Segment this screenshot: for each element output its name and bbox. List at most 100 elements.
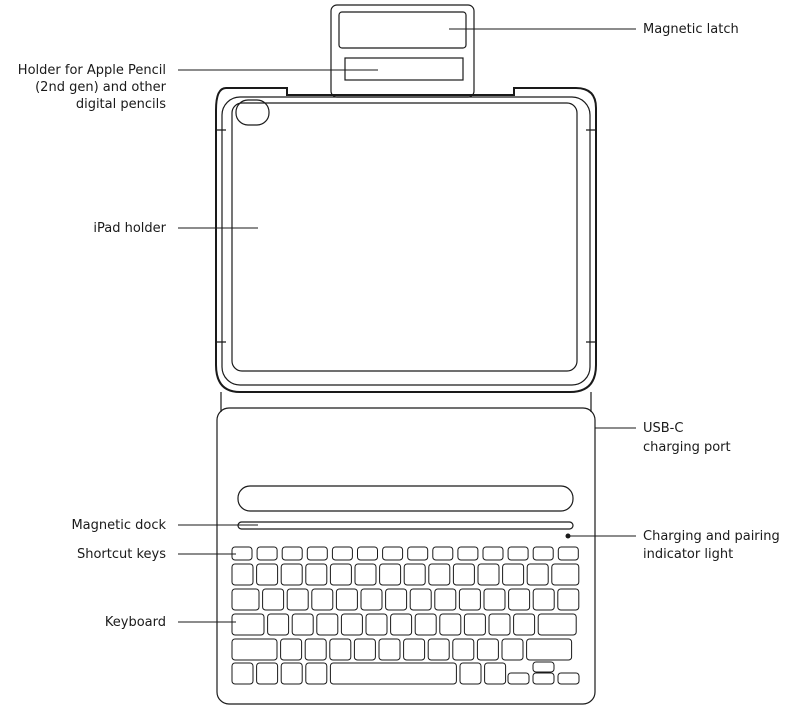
key xyxy=(329,638,352,661)
pencil-holder-label-line3: digital pencils xyxy=(76,97,166,112)
key xyxy=(502,563,525,586)
key xyxy=(316,613,339,636)
key xyxy=(403,638,426,661)
key xyxy=(280,563,303,586)
key xyxy=(340,613,363,636)
key xyxy=(305,563,328,586)
key xyxy=(458,588,481,611)
key xyxy=(256,563,279,586)
key xyxy=(231,563,254,586)
shortcut-key xyxy=(482,546,504,561)
key xyxy=(557,588,580,611)
arrow-key xyxy=(507,672,530,685)
key xyxy=(452,638,475,661)
key xyxy=(329,662,457,685)
key xyxy=(439,613,462,636)
key xyxy=(304,638,327,661)
shortcut-key xyxy=(331,546,353,561)
key xyxy=(335,588,358,611)
key xyxy=(286,588,309,611)
key xyxy=(231,638,278,661)
key xyxy=(231,588,260,611)
pencil-holder-label-line2: (2nd gen) and other xyxy=(35,80,167,95)
key xyxy=(428,563,451,586)
shortcut-key xyxy=(432,546,454,561)
ipad-holder-label: iPad holder xyxy=(93,221,166,236)
key xyxy=(414,613,437,636)
key xyxy=(483,588,506,611)
key xyxy=(409,588,432,611)
pencil-holder-label-line1: Holder for Apple Pencil xyxy=(18,63,166,78)
key xyxy=(256,662,279,685)
pencil-holder xyxy=(344,57,464,81)
key xyxy=(305,662,328,685)
key xyxy=(476,638,499,661)
shortcut-keys-label: Shortcut keys xyxy=(77,547,166,562)
indicator-light xyxy=(565,533,571,539)
arrow-key xyxy=(532,672,555,685)
shortcut-key xyxy=(532,546,554,561)
key xyxy=(463,613,486,636)
key xyxy=(353,638,376,661)
usb-c-label-line2: charging port xyxy=(643,440,731,455)
magnetic-latch-label: Magnetic latch xyxy=(643,22,739,37)
shortcut-key xyxy=(256,546,278,561)
key xyxy=(390,613,413,636)
dock-slot xyxy=(237,521,574,530)
usb-c-label-line1: USB-C xyxy=(643,421,683,436)
key xyxy=(532,588,555,611)
key xyxy=(262,588,285,611)
key xyxy=(501,638,524,661)
key xyxy=(329,563,352,586)
key xyxy=(477,563,500,586)
shortcut-key xyxy=(382,546,404,561)
key xyxy=(311,588,334,611)
key xyxy=(551,563,580,586)
key xyxy=(427,638,450,661)
arrow-key xyxy=(557,672,580,685)
shortcut-key xyxy=(281,546,303,561)
ipad-holder xyxy=(215,87,597,393)
key xyxy=(354,563,377,586)
key xyxy=(280,662,303,685)
indicator-light-label-line2: indicator light xyxy=(643,547,733,562)
key xyxy=(452,563,475,586)
key xyxy=(513,613,536,636)
shortcut-key xyxy=(357,546,378,561)
key xyxy=(484,662,507,685)
key xyxy=(508,588,531,611)
shortcut-key xyxy=(557,546,579,561)
shortcut-key xyxy=(507,546,529,561)
key xyxy=(378,638,401,661)
shortcut-keys xyxy=(231,546,579,561)
key xyxy=(280,638,303,661)
magnetic-latch xyxy=(330,4,475,98)
key xyxy=(267,613,290,636)
keyboard-keys xyxy=(231,563,580,685)
keyboard-base xyxy=(216,407,596,705)
key xyxy=(231,613,265,636)
shortcut-key xyxy=(306,546,328,561)
key xyxy=(291,613,314,636)
keyboard-label: Keyboard xyxy=(105,615,166,630)
camera-cutout xyxy=(235,99,270,126)
key xyxy=(434,588,457,611)
key xyxy=(360,588,383,611)
arrow-key xyxy=(532,661,555,673)
shortcut-key xyxy=(407,546,429,561)
key xyxy=(231,662,254,685)
key xyxy=(403,563,426,586)
key xyxy=(526,563,549,586)
key xyxy=(385,588,408,611)
indicator-light-label-line1: Charging and pairing xyxy=(643,529,780,544)
magnetic-dock-label: Magnetic dock xyxy=(71,518,166,533)
key xyxy=(488,613,511,636)
key xyxy=(379,563,402,586)
key xyxy=(365,613,388,636)
key xyxy=(526,638,573,661)
key xyxy=(537,613,577,636)
key xyxy=(459,662,482,685)
magnetic-dock xyxy=(237,485,574,512)
shortcut-key xyxy=(457,546,479,561)
